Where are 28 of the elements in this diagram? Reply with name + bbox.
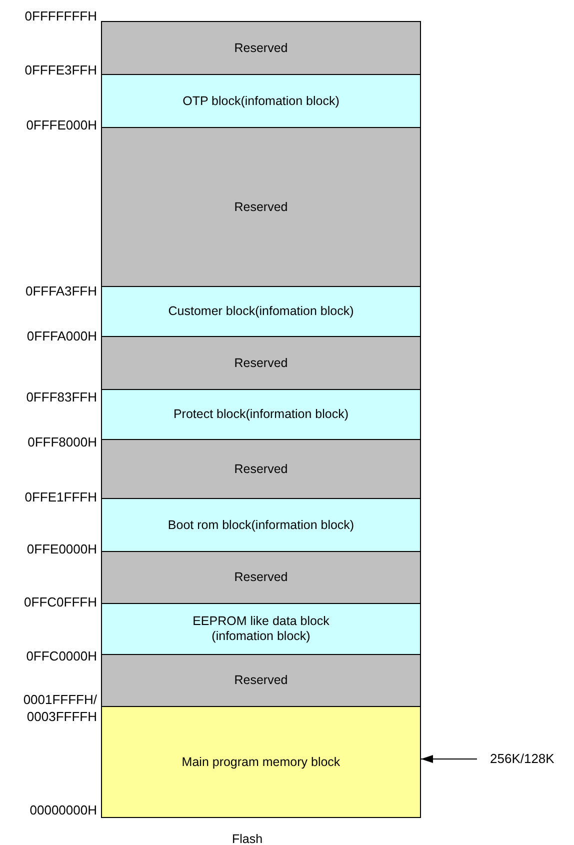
arrow (420, 755, 478, 763)
address-label: 0FFFFFFFH (24, 8, 97, 24)
address-label: 0FFFA000H (26, 328, 97, 344)
address-label: 0001FFFFH/ 0003FFFFH (22, 691, 97, 725)
memory-block: Reserved (101, 127, 421, 287)
address-label: 0FFC0FFFH (23, 594, 97, 610)
address-label: 0FFF8000H (26, 434, 97, 450)
memory-block: Reserved (101, 551, 421, 604)
memory-block: Reserved (101, 336, 421, 390)
memory-block: Reserved (101, 654, 421, 707)
address-label: 0FFE1FFFH (24, 488, 97, 506)
address-label: 0FFFE3FFH (24, 62, 97, 78)
caption: Flash (232, 832, 263, 845)
address-label: 0FFFE000H (25, 116, 97, 134)
memory-block: OTP block(infomation block) (101, 74, 421, 128)
address-label: 0FFF83FFH (25, 388, 97, 406)
memory-block: Customer block(infomation block) (101, 286, 421, 337)
address-label: 0FFFA3FFH (24, 282, 97, 300)
address-label: 0FFE0000H (26, 540, 97, 558)
memory-block: Reserved (101, 439, 421, 499)
memory-block: EEPROM like data block (infomation block) (101, 603, 421, 655)
memory-block: Reserved (101, 21, 421, 75)
address-label: 0FFC0000H (25, 648, 97, 664)
memory-block: Main program memory block (101, 706, 421, 818)
size-label: 256K/128K (490, 749, 554, 769)
memory-block: Protect block(information block) (101, 389, 421, 440)
address-label: 00000000H (28, 802, 97, 818)
memory-block: Boot rom block(information block) (101, 498, 421, 552)
